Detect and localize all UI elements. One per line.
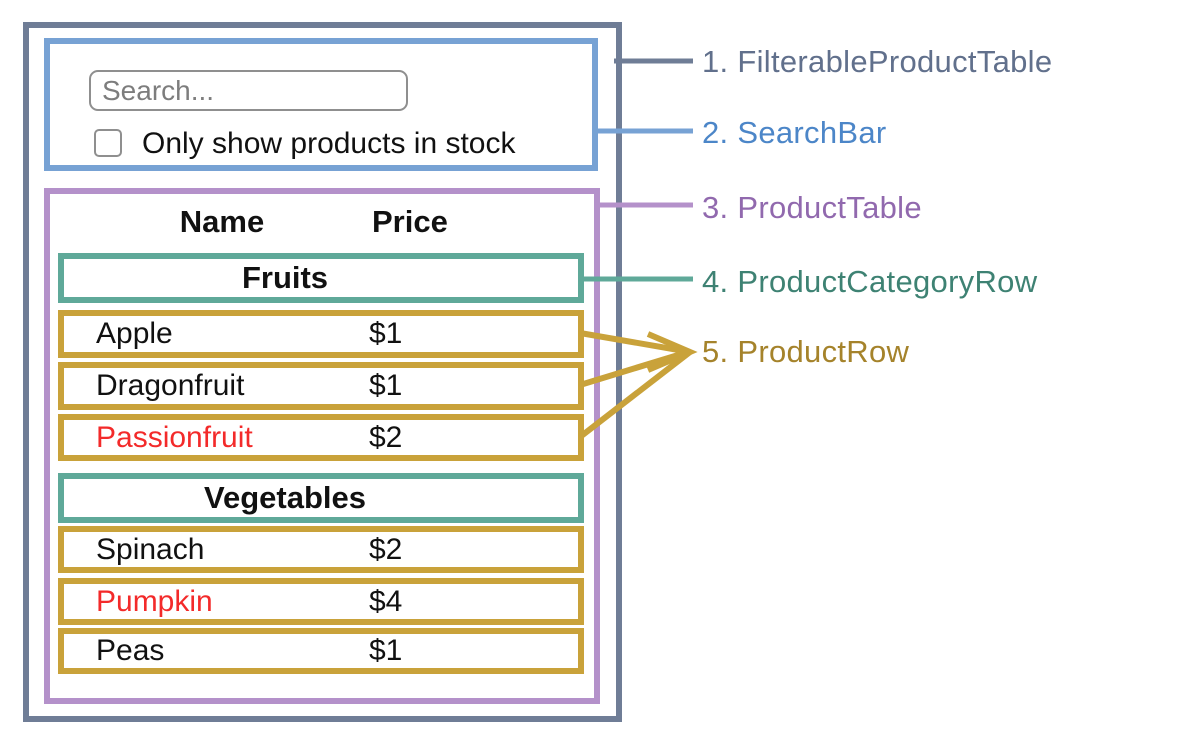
product-name: Peas <box>96 634 165 667</box>
category-label: Fruits <box>241 260 329 295</box>
column-header-price: Price <box>372 204 448 239</box>
column-header-name: Name <box>179 204 265 239</box>
product-row: Peas $1 <box>58 628 584 674</box>
legend-filterable-product-table: 1. FilterableProductTable <box>702 44 1053 79</box>
product-price: $2 <box>369 532 403 566</box>
product-row: Pumpkin $4 <box>58 578 584 625</box>
legend-product-table: 3. ProductTable <box>702 190 922 225</box>
product-price: $1 <box>369 317 403 350</box>
product-name: Pumpkin <box>96 584 213 618</box>
product-name: Passionfruit <box>96 420 253 454</box>
product-row: Spinach $2 <box>58 526 584 573</box>
legend-product-category-row: 4. ProductCategoryRow <box>702 264 1038 299</box>
product-price: $1 <box>369 634 403 667</box>
product-price: $1 <box>369 369 403 402</box>
legend-search-bar: 2. SearchBar <box>702 115 887 150</box>
product-name: Spinach <box>96 532 205 566</box>
product-category-row: Fruits <box>58 253 584 303</box>
product-row: Passionfruit $2 <box>58 414 584 461</box>
arrowhead-icon <box>646 331 698 373</box>
category-label: Vegetables <box>204 480 366 515</box>
product-name: Dragonfruit <box>96 369 245 402</box>
in-stock-checkbox-label: Only show products in stock <box>142 127 516 160</box>
search-input[interactable] <box>89 70 408 111</box>
legend-product-row: 5. ProductRow <box>702 334 910 369</box>
product-price: $2 <box>369 420 403 454</box>
product-row: Dragonfruit $1 <box>58 362 584 410</box>
product-name: Apple <box>96 317 173 350</box>
product-category-row: Vegetables <box>58 473 584 523</box>
product-price: $4 <box>369 584 403 618</box>
in-stock-checkbox[interactable] <box>94 129 122 157</box>
product-row: Apple $1 <box>58 310 584 358</box>
